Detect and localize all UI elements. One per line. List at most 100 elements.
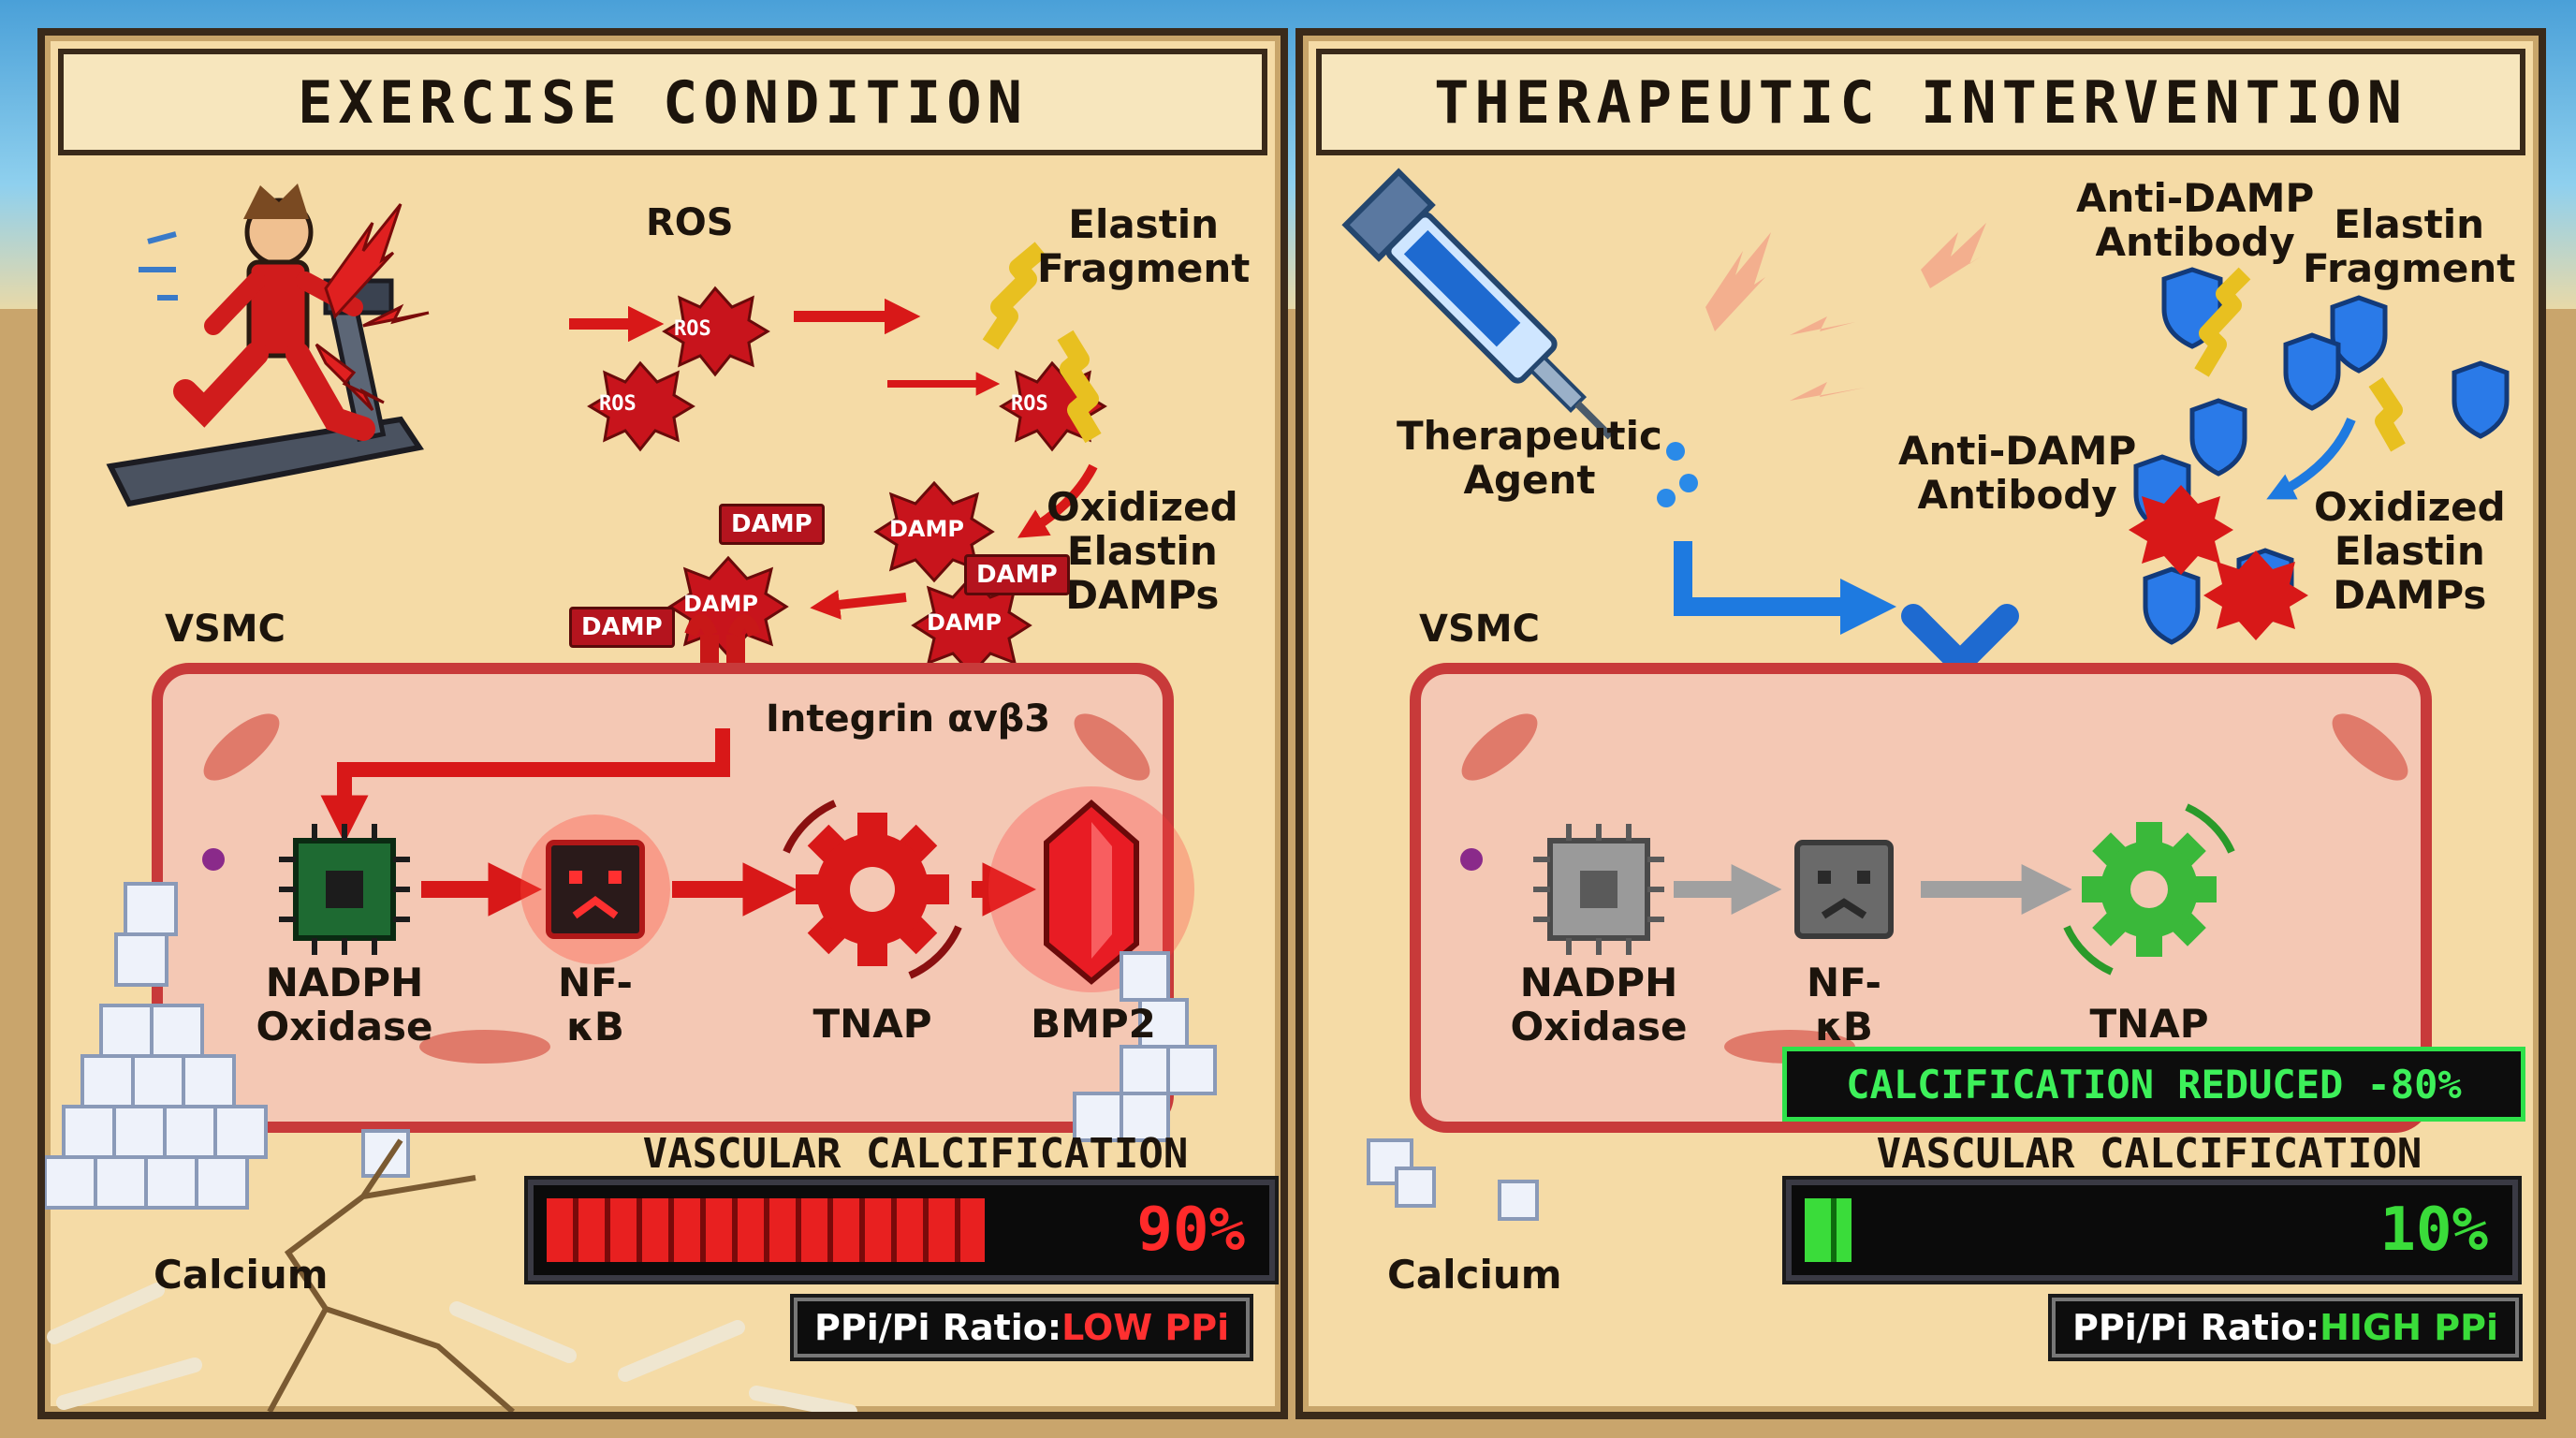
antidamp-antibody-label: Anti-DAMP Antibody (2076, 176, 2314, 264)
calcification-meter: 10% (1786, 1180, 2518, 1281)
damp-burst-icon (2129, 485, 2233, 575)
drop-icon (1657, 442, 1698, 507)
calcification-meter-fill (547, 1198, 985, 1262)
ppi-ratio-box: PPi/Pi Ratio: HIGH PPi (2052, 1298, 2519, 1357)
oxidized-line1: Oxidized (1046, 484, 1238, 530)
oxidized-elastin-damps-label: Oxidized Elastin DAMPs (2314, 485, 2506, 617)
vsmc-decor-icon (202, 848, 225, 871)
damp-burst-label: DAMP (927, 609, 1002, 636)
exercise-diagram-graphics (45, 183, 1217, 1412)
therapeutic-intervention-panel: THERAPEUTIC INTERVENTION (1295, 28, 2546, 1419)
nadph-line1: NADPH (1519, 960, 1678, 1005)
elastin-fragment-icon (982, 242, 1047, 350)
antidamp-antibody-label-2: Anti-DAMP Antibody (1898, 429, 2136, 517)
nadph-oxidase-label: NADPH Oxidase (1505, 961, 1692, 1049)
calcification-percent: 10% (2379, 1196, 2488, 1265)
elastin-fragment-line1: Elastin (1068, 201, 1220, 247)
tnap-gear-green-icon (2063, 803, 2235, 976)
vsmc-label: VSMC (1419, 608, 1540, 651)
nfkb-inactive-icon (1794, 840, 1894, 939)
syringe-icon (1341, 168, 1614, 440)
oxidized-line3: DAMPs (2333, 572, 2487, 619)
vascular-calcification-title: VASCULAR CALCIFICATION (642, 1130, 1189, 1178)
nadph-line1: NADPH (265, 960, 424, 1005)
bone-icon (47, 1283, 857, 1412)
elastin-fragment-icon (2368, 377, 2406, 452)
tnap-label: TNAP (2089, 1001, 2209, 1047)
integrin-label: Integrin αvβ3 (766, 697, 1051, 741)
elastin-fragment-icon (2194, 267, 2251, 377)
ros-chip-label: ROS (674, 317, 711, 341)
nadph-oxidase-chip-icon (279, 824, 410, 955)
calcification-meter-fill (1805, 1198, 1852, 1262)
ppi-ratio-value: HIGH PPi (2320, 1307, 2498, 1348)
antidamp-mid-line1: Anti-DAMP (1898, 428, 2137, 474)
ros-burst-icon (662, 286, 770, 377)
damp-burst-label: DAMP (889, 516, 964, 542)
exercise-condition-panel: EXERCISE CONDITION (37, 28, 1288, 1419)
antidamp-mid-line2: Antibody (1917, 472, 2117, 519)
elastin-fragment-label: Elastin Fragment (2303, 202, 2515, 290)
exercise-title: EXERCISE CONDITION (58, 49, 1267, 155)
elastin-fragment-icon (1057, 330, 1102, 444)
ppi-ratio-value: LOW PPi (1061, 1307, 1230, 1348)
ros-label: ROS (646, 201, 734, 244)
calcium-label: Calcium (1387, 1252, 1562, 1298)
oxidized-elastin-damps-label: Oxidized Elastin DAMPs (1046, 485, 1238, 617)
calcification-percent: 90% (1136, 1196, 1245, 1265)
elastin-fragment-line1: Elastin (2334, 201, 2485, 247)
damp-tag: DAMP (719, 504, 825, 545)
ros-chip-label: ROS (1011, 392, 1048, 416)
elastin-fragment-line2: Fragment (1037, 245, 1251, 292)
oxidized-line1: Oxidized (2314, 484, 2506, 530)
faded-ros-icons (1705, 223, 1986, 401)
ppi-ratio-box: PPi/Pi Ratio: LOW PPi (794, 1298, 1251, 1357)
nfkb-alert-icon (520, 814, 670, 964)
nfkb-label: NF-κB (558, 960, 633, 1050)
bmp2-crystal-icon (988, 786, 1194, 992)
nadph-line2: Oxidase (256, 1004, 433, 1050)
therapeutic-line2: Agent (1463, 457, 1596, 504)
antidamp-top-line2: Antibody (2095, 219, 2295, 266)
therapy-diagram-graphics (1341, 168, 2510, 1221)
vsmc-decor-icon (419, 1030, 550, 1064)
calcification-reduced-banner: CALCIFICATION REDUCED -80% (1782, 1047, 2525, 1122)
damp-burst-icon (873, 480, 995, 583)
vsmc-decor-icon (203, 713, 280, 781)
therapeutic-agent-label: Therapeutic Agent (1397, 414, 1662, 502)
vsmc-label: VSMC (165, 608, 285, 651)
nadph-oxidase-chip-icon (1533, 824, 1664, 955)
elastin-fragment-label: Elastin Fragment (1037, 202, 1250, 290)
calcification-meter: 90% (528, 1180, 1275, 1281)
oxidized-line2: Elastin (1066, 528, 1218, 575)
nadph-line2: Oxidase (1510, 1004, 1688, 1050)
oxidized-line3: DAMPs (1065, 572, 1220, 619)
nadph-oxidase-label: NADPH Oxidase (251, 961, 438, 1049)
calcium-cube-pile-icon (45, 882, 1217, 1210)
damp-tag: DAMP (964, 554, 1070, 595)
tnap-gear-icon (783, 800, 962, 979)
oxidized-line2: Elastin (2334, 528, 2485, 575)
nfkb-label: NF-κB (1807, 960, 1881, 1050)
damp-burst-icon (2203, 550, 2308, 640)
bmp2-label: BMP2 (1031, 1001, 1156, 1047)
vsmc-decor-icon (1460, 848, 1483, 871)
therapeutic-line1: Therapeutic (1397, 413, 1662, 459)
tnap-label: TNAP (812, 1001, 932, 1047)
damp-tag: DAMP (569, 607, 675, 648)
therapeutic-title: THERAPEUTIC INTERVENTION (1316, 49, 2525, 155)
ros-burst-icon (587, 360, 695, 452)
calcium-label: Calcium (154, 1252, 329, 1298)
ppi-ratio-prefix: PPi/Pi Ratio: (2072, 1307, 2320, 1348)
ppi-ratio-prefix: PPi/Pi Ratio: (814, 1307, 1062, 1348)
ros-bolt-icons (315, 203, 430, 412)
ros-chip-label: ROS (599, 392, 637, 416)
damp-burst-label: DAMP (683, 591, 758, 617)
ground-crack-icon (267, 1138, 515, 1412)
antidamp-top-line1: Anti-DAMP (2076, 175, 2315, 221)
vsmc-decor-icon (2332, 713, 2408, 781)
vsmc-decor-icon (1461, 713, 1538, 781)
vascular-calcification-title: VASCULAR CALCIFICATION (1876, 1130, 2422, 1178)
elastin-fragment-line2: Fragment (2303, 245, 2516, 292)
vsmc-decor-icon (1074, 713, 1150, 781)
